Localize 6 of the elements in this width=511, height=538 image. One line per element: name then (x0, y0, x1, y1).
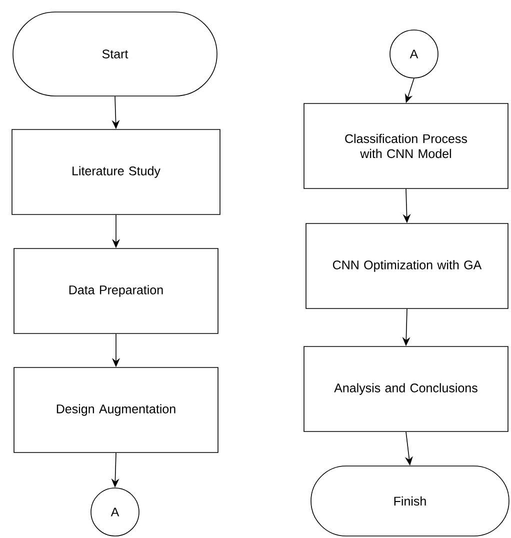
process-box: Design Augmentation (14, 367, 218, 453)
process-box: Data Preparation (14, 248, 218, 334)
process-box: Analysis and Conclusions (304, 346, 508, 432)
process-box: CNN Optimization with GA (306, 223, 508, 309)
process-box: Classification Process with CNN Model (304, 103, 508, 189)
process-box: Literature Study (12, 129, 220, 215)
